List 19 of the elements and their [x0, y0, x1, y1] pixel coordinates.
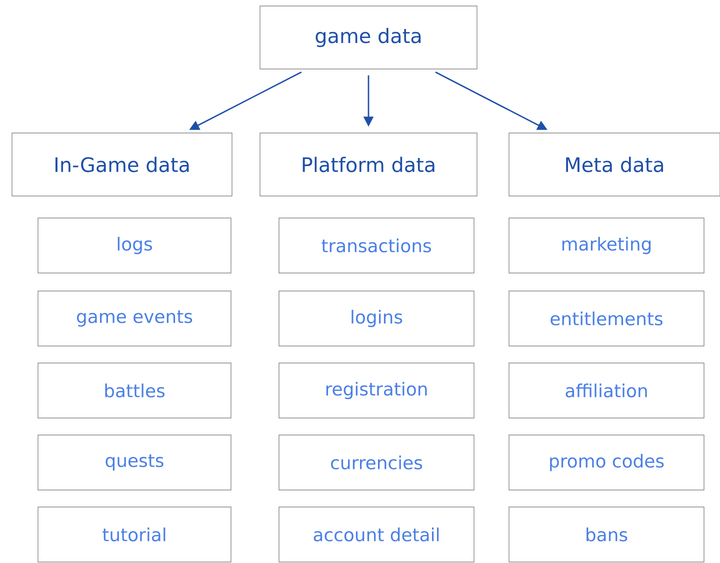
item-box: quests [38, 434, 232, 490]
category-box: Meta data [508, 132, 720, 196]
item-box: bans [508, 506, 704, 562]
item-box: registration [278, 362, 474, 418]
item-box: battles [38, 362, 232, 418]
item-box: marketing [508, 218, 704, 274]
title-box: game data [260, 6, 478, 70]
item-box: logins [278, 290, 474, 346]
item-box: account detail [278, 506, 474, 562]
item-box: entitlements [508, 290, 704, 346]
category-box: In-Game data [12, 132, 232, 196]
item-box: affiliation [508, 362, 704, 418]
item-box: logs [38, 218, 232, 274]
item-box: tutorial [38, 506, 232, 562]
category-box: Platform data [260, 132, 478, 196]
item-box: game events [38, 290, 232, 346]
item-box: currencies [278, 434, 474, 490]
item-box: transactions [278, 218, 474, 274]
item-box: promo codes [508, 434, 704, 490]
